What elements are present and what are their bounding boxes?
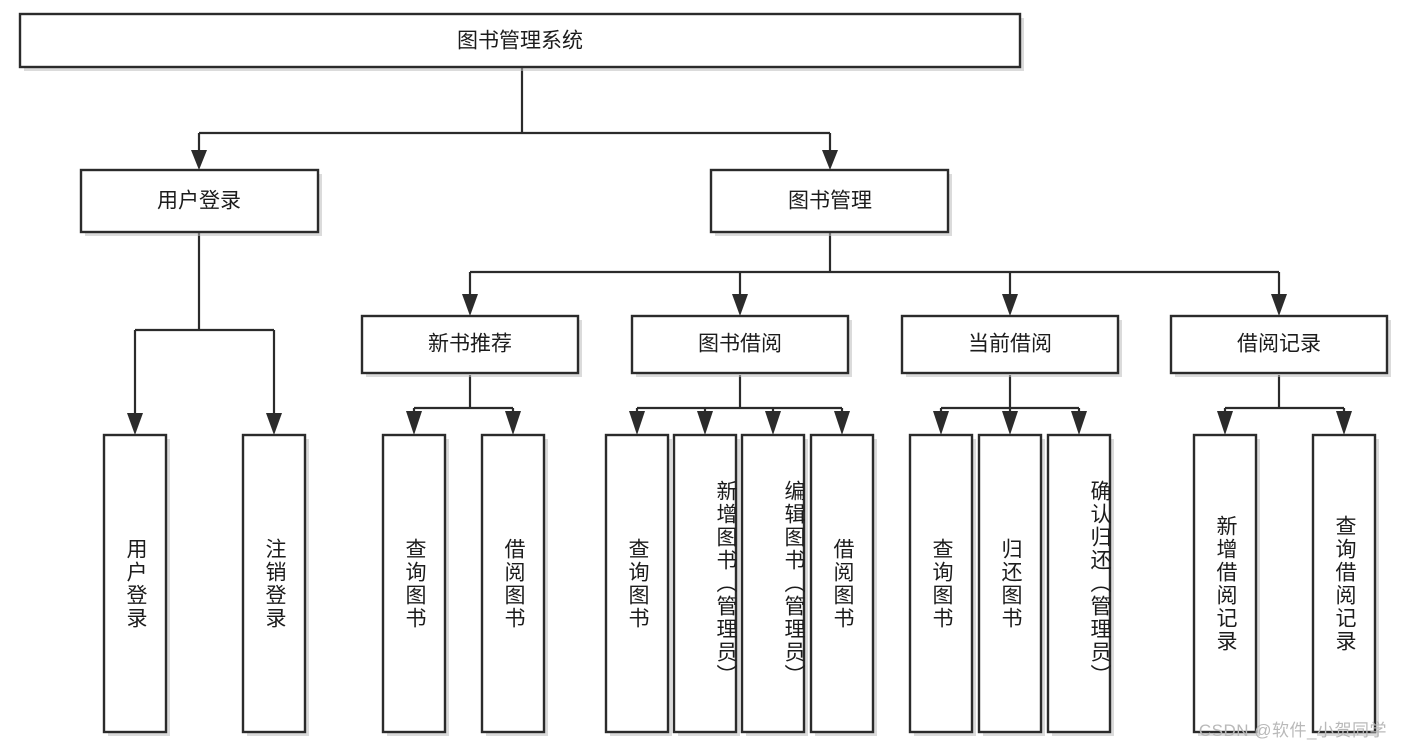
arrow-borrow-leaf-2: [697, 411, 713, 435]
arrow-book-to-current: [1002, 294, 1018, 316]
arrow-newbook-leaf-1: [406, 411, 422, 435]
leaf-node-add-book-admin[interactable]: [672, 433, 738, 734]
leaf-node-borrow-book-newbook[interactable]: [480, 433, 546, 734]
root-node-box[interactable]: [18, 12, 1022, 69]
watermark-text: CSDN @软件_小贺同学: [1198, 721, 1387, 740]
leaf-node-edit-book-admin[interactable]: [740, 433, 806, 734]
leaf-node-query-borrow-record[interactable]: [1311, 433, 1377, 734]
arrow-borrow-leaf-1: [629, 411, 645, 435]
arrow-book-to-borrow: [732, 294, 748, 316]
level2-node-book-manage[interactable]: [709, 168, 950, 234]
leaf-node-confirm-return-admin[interactable]: [1046, 433, 1112, 734]
node-layer: 图书管理系统 用户登录 图书管理 新书推荐 图书借阅 当前借阅 借阅记录: [18, 12, 1391, 736]
level3-node-1-label: 图书借阅: [698, 333, 782, 356]
arrow-current-leaf-3: [1071, 411, 1087, 435]
arrow-book-to-record: [1271, 294, 1287, 316]
leaf-node-logout[interactable]: [241, 433, 307, 734]
connector-layer: [127, 67, 1352, 435]
arrow-newbook-leaf-2: [505, 411, 521, 435]
arrow-borrow-leaf-3: [765, 411, 781, 435]
level2-node-user-login[interactable]: [79, 168, 320, 234]
arrow-record-leaf-2: [1336, 411, 1352, 435]
level2-node-0-label: 用户登录: [157, 190, 241, 213]
level3-node-book-borrow[interactable]: [630, 314, 850, 375]
arrow-current-leaf-2: [1002, 411, 1018, 435]
leaf-node-borrow-book-borrow[interactable]: [809, 433, 875, 734]
leaf-node-user-login[interactable]: [102, 433, 168, 734]
leaf-node-query-book-current[interactable]: [908, 433, 974, 734]
arrow-user-leaf-1: [127, 413, 143, 435]
arrow-record-leaf-1: [1217, 411, 1233, 435]
arrow-book-to-newbook: [462, 294, 478, 316]
leaf-node-return-book[interactable]: [977, 433, 1043, 734]
arrow-root-to-user: [191, 150, 207, 170]
arrow-current-leaf-1: [933, 411, 949, 435]
level3-node-current-borrow[interactable]: [900, 314, 1120, 375]
level2-node-1-label: 图书管理: [788, 190, 872, 213]
level3-node-borrow-record[interactable]: [1169, 314, 1389, 375]
leaf-node-query-book-borrow[interactable]: [604, 433, 670, 734]
root-node-label: 图书管理系统: [457, 30, 583, 53]
arrow-root-to-book: [822, 150, 838, 170]
level3-node-3-label: 借阅记录: [1237, 333, 1321, 356]
arrow-user-leaf-2: [266, 413, 282, 435]
leaf-node-query-book-newbook[interactable]: [381, 433, 447, 734]
leaf-node-add-borrow-record[interactable]: [1192, 433, 1258, 734]
level3-node-0-label: 新书推荐: [428, 333, 512, 356]
level3-node-2-label: 当前借阅: [968, 333, 1052, 356]
level3-node-new-book[interactable]: [360, 314, 580, 375]
arrow-borrow-leaf-4: [834, 411, 850, 435]
